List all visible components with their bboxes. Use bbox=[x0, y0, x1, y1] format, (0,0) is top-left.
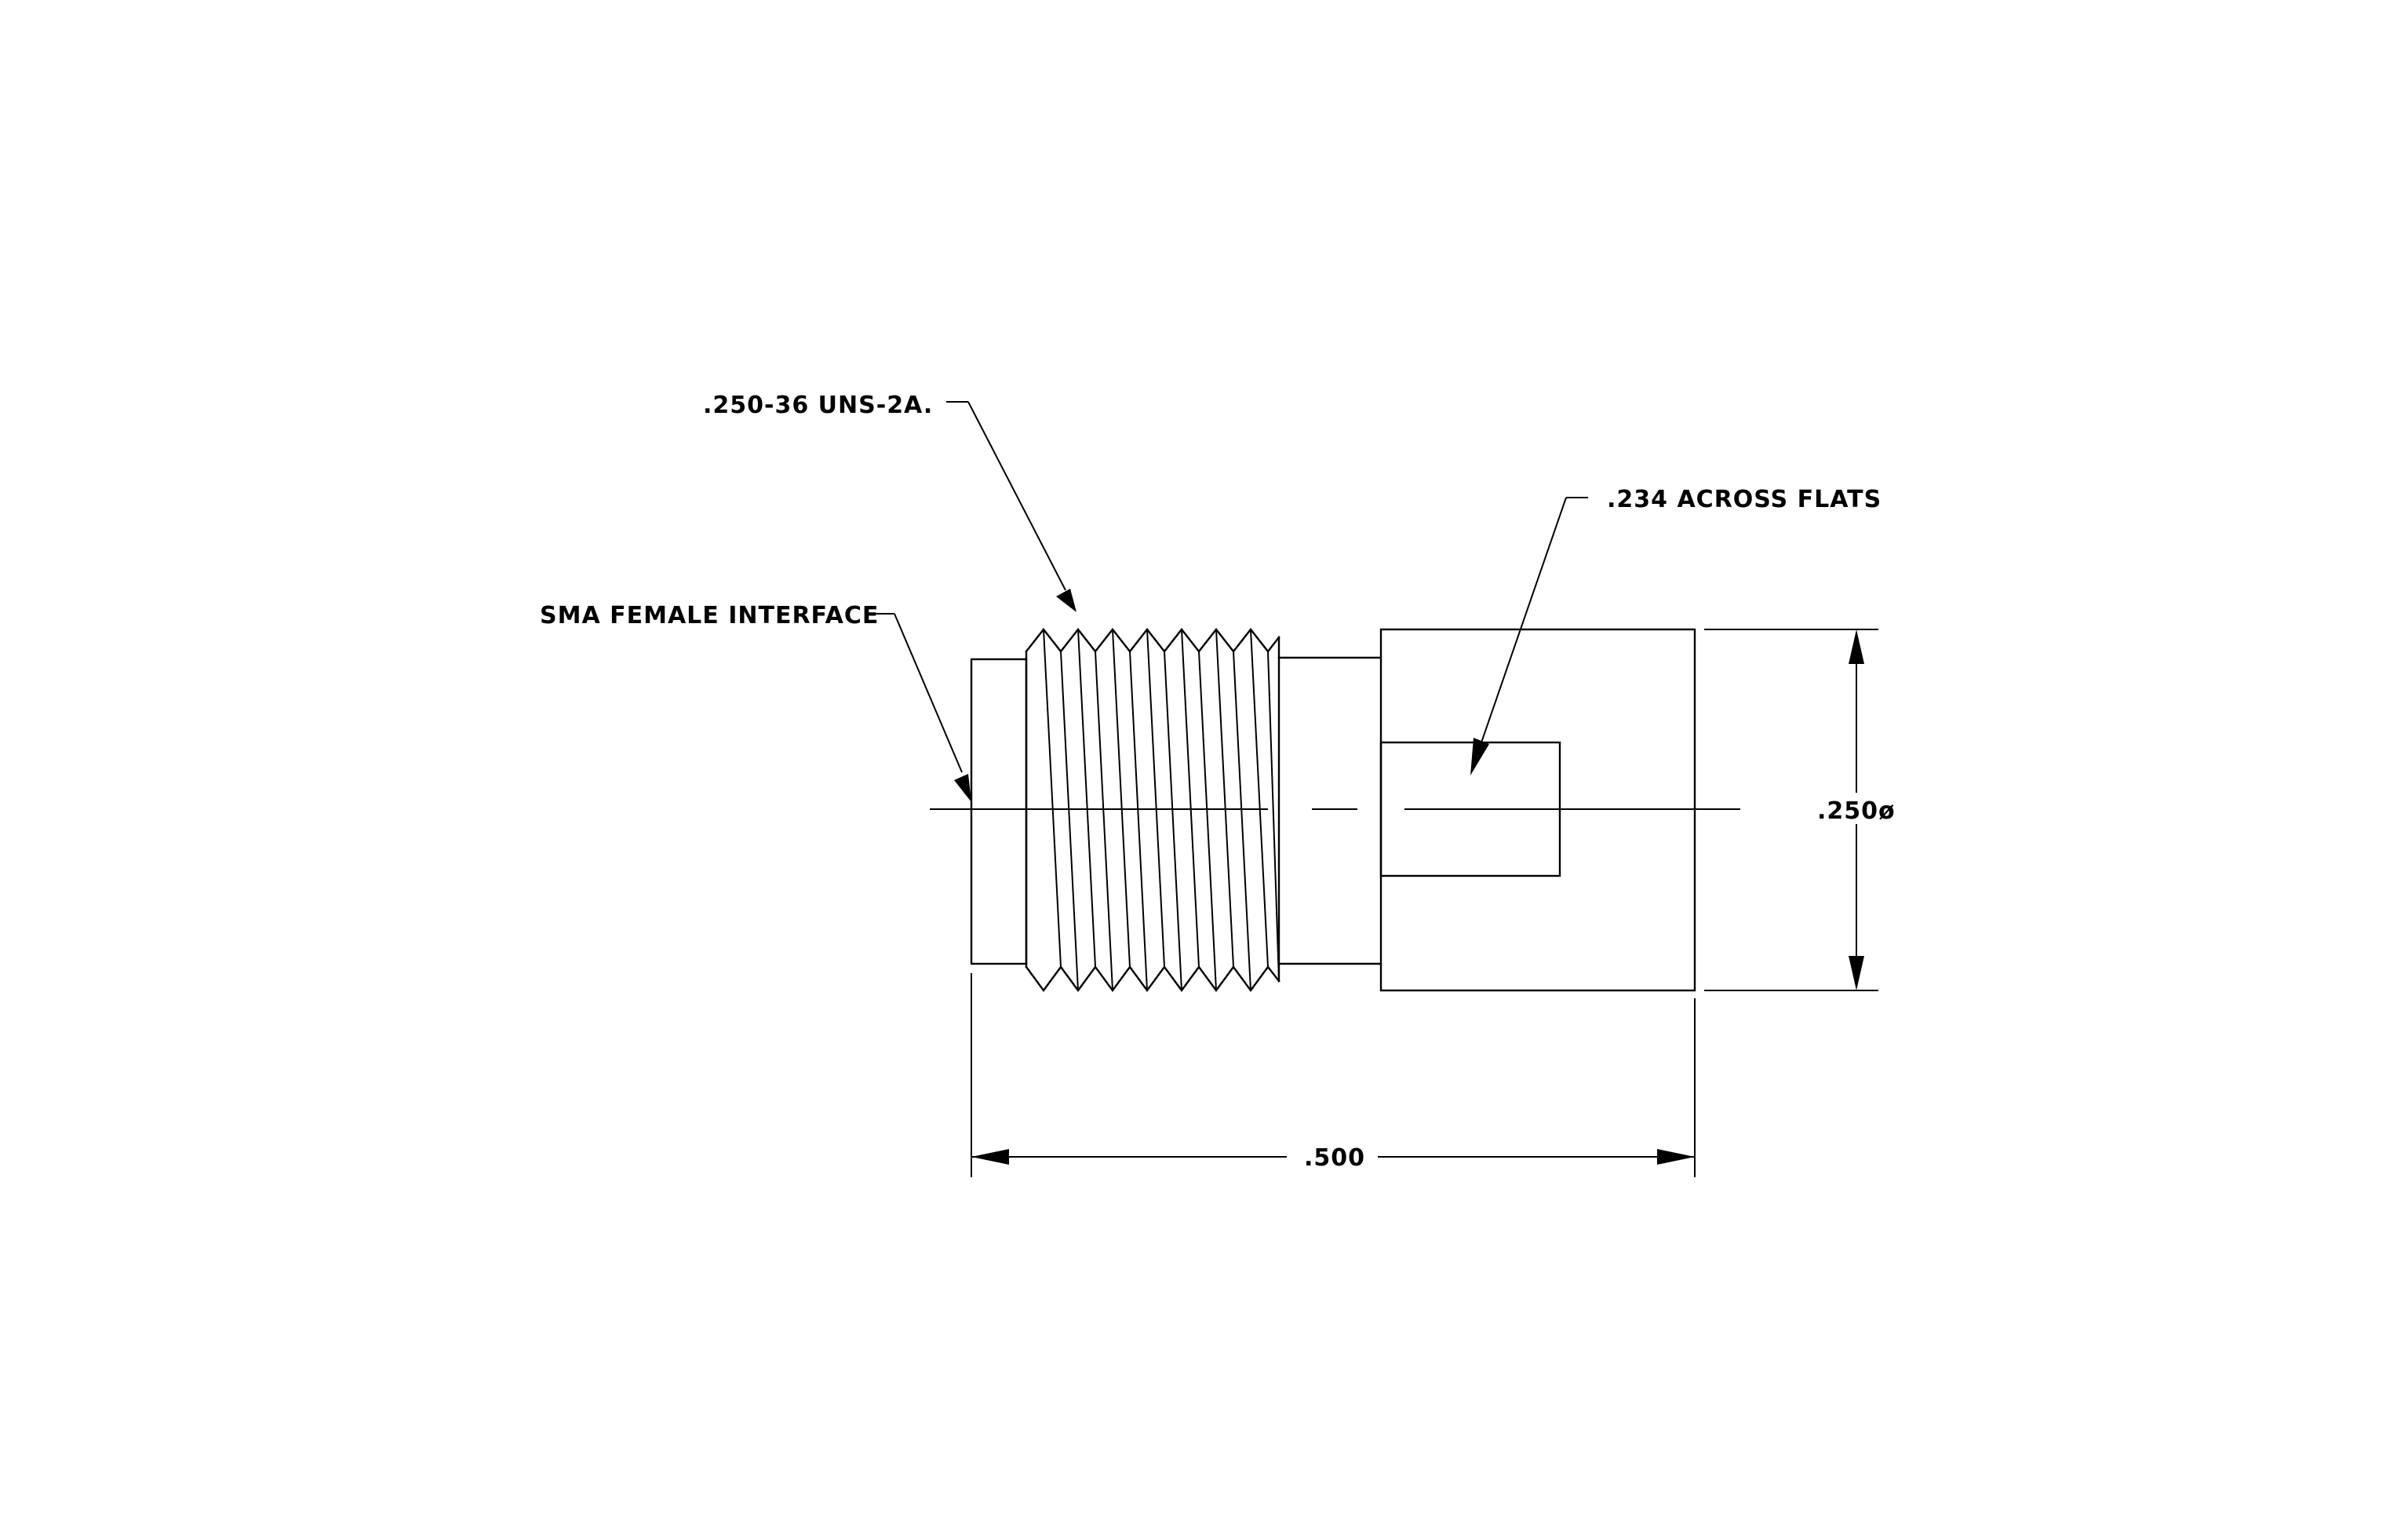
flats-callout: .234 ACROSS FLATS bbox=[1470, 486, 1882, 775]
thread-crest-bottom bbox=[1025, 965, 1281, 993]
thread-crest-top bbox=[1025, 628, 1281, 653]
neck-section bbox=[1277, 656, 1383, 965]
thread-callout: .250-36 UNS-2A. bbox=[703, 392, 1076, 612]
diameter-dimension: .250ø bbox=[1704, 629, 1896, 991]
thread-section bbox=[1025, 628, 1281, 993]
interface-callout-label: SMA FEMALE INTERFACE bbox=[540, 602, 879, 629]
thread-callout-label: .250-36 UNS-2A. bbox=[703, 392, 933, 419]
thread-helix-lines bbox=[1043, 629, 1280, 991]
interface-callout: SMA FEMALE INTERFACE bbox=[540, 602, 971, 802]
flats-callout-label: .234 ACROSS FLATS bbox=[1607, 486, 1882, 513]
diameter-label: .250ø bbox=[1817, 797, 1896, 825]
interface-body bbox=[970, 658, 1028, 965]
length-label: .500 bbox=[1304, 1144, 1365, 1172]
length-dimension: .500 bbox=[971, 973, 1696, 1177]
